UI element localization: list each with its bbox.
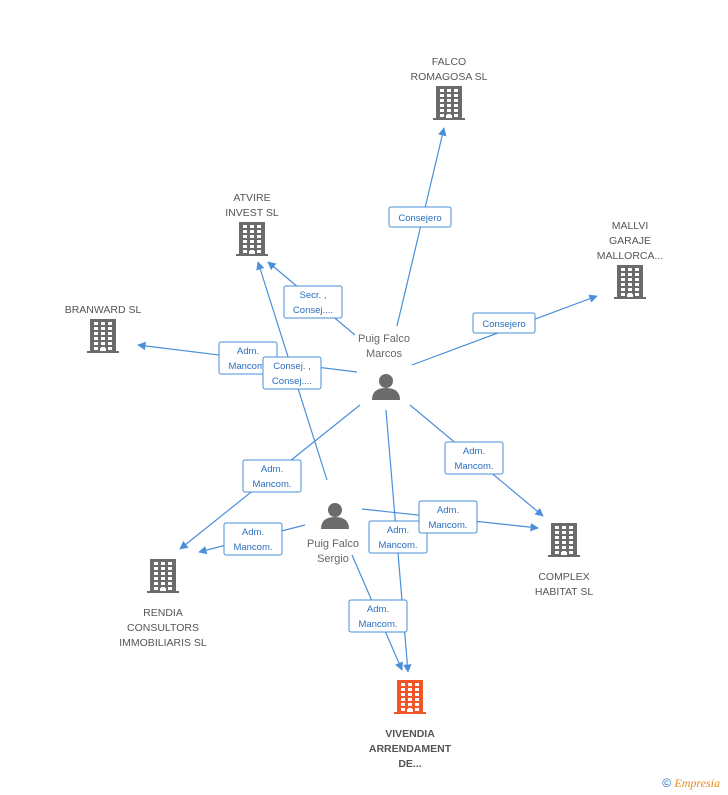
edge-label-text: Consejero: [398, 213, 441, 224]
company-label: HABITAT SL: [535, 586, 594, 598]
edge-label-sergio-vivendia[interactable]: Adm. Mancom.: [348, 599, 408, 633]
person-icon: [372, 374, 400, 400]
company-node-falco[interactable]: FALCO ROMAGOSA SL: [410, 56, 488, 120]
company-label: ATVIRE: [233, 192, 270, 204]
copyright-symbol: ©: [662, 776, 672, 790]
edge-label-text: Adm.: [387, 525, 409, 536]
edge-label-text: Mancom.: [358, 619, 397, 630]
company-node-vivendia[interactable]: VIVENDIA ARRENDAMENT DE...: [369, 680, 452, 770]
company-label: MALLORCA...: [597, 250, 664, 262]
company-label: MALLVI: [612, 220, 649, 232]
edge-label-sergio-rendia[interactable]: Adm. Mancom.: [223, 522, 283, 556]
company-label: INVEST SL: [225, 207, 279, 219]
edge-label-text: Adm.: [463, 446, 485, 457]
person-icon: [321, 503, 349, 529]
company-node-mallvi[interactable]: MALLVI GARAJE MALLORCA...: [597, 220, 664, 299]
edge-label-text: Mancom.: [378, 540, 417, 551]
person-label: Puig Falco: [358, 333, 410, 345]
building-icon: [147, 559, 179, 593]
edge-label-text: Adm.: [437, 505, 459, 516]
edge-label-text: Consej....: [272, 376, 312, 387]
company-label: RENDIA: [143, 607, 183, 619]
edge-label-text: Adm.: [242, 527, 264, 538]
person-label: Sergio: [317, 553, 349, 565]
edge-label-marcos-mallvi[interactable]: Consejero: [472, 312, 536, 334]
company-label: DE...: [398, 758, 421, 770]
edge-label-text: Secr. ,: [300, 290, 327, 301]
edge-label-text: Consej....: [293, 305, 333, 316]
person-label: Puig Falco: [307, 538, 359, 550]
building-icon: [394, 680, 426, 714]
company-label: BRANWARD SL: [65, 304, 142, 316]
footer-brand[interactable]: © Empresia: [662, 776, 720, 791]
edge-label-text: Mancom.: [252, 479, 291, 490]
edge-label-text: Adm.: [237, 346, 259, 357]
edge-label-marcos-rendia[interactable]: Adm. Mancom.: [242, 459, 302, 493]
edge-label-sergio-atvire[interactable]: Consej. , Consej....: [262, 356, 322, 390]
building-icon: [433, 86, 465, 120]
person-label: Marcos: [366, 348, 403, 360]
edge-label-text: Mancom.: [428, 520, 467, 531]
edge-label-text: Mancom.: [228, 361, 267, 372]
company-node-atvire[interactable]: ATVIRE INVEST SL: [225, 192, 279, 256]
company-label: ARRENDAMENT: [369, 743, 452, 755]
edge-label-text: Mancom.: [454, 461, 493, 472]
company-label: FALCO: [432, 56, 466, 68]
company-node-complex[interactable]: COMPLEX HABITAT SL: [535, 523, 594, 598]
company-node-rendia[interactable]: RENDIA CONSULTORS IMMOBILIARIS SL: [119, 559, 207, 649]
edge-label-text: Consej. ,: [273, 361, 311, 372]
edge-label-marcos-vivendia[interactable]: Adm. Mancom.: [368, 520, 428, 554]
edge-label-marcos-falco[interactable]: Consejero: [388, 206, 452, 228]
company-label: GARAJE: [609, 235, 651, 247]
edge-label-text: Adm.: [367, 604, 389, 615]
edge-label-text: Adm.: [261, 464, 283, 475]
building-icon: [548, 523, 580, 557]
company-node-branward[interactable]: BRANWARD SL: [65, 304, 142, 353]
building-icon: [614, 265, 646, 299]
edge-label-text: Consejero: [482, 319, 525, 330]
company-label: CONSULTORS: [127, 622, 199, 634]
brand-name: Empresia: [674, 776, 720, 790]
edge-label-marcos-atvire[interactable]: Secr. , Consej....: [283, 285, 343, 319]
edge-label-sergio-complex[interactable]: Adm. Mancom.: [418, 500, 478, 534]
company-label: VIVENDIA: [385, 728, 435, 740]
building-icon: [87, 319, 119, 353]
building-icon: [236, 222, 268, 256]
edge-label-marcos-complex[interactable]: Adm. Mancom.: [444, 441, 504, 475]
edge-label-text: Mancom.: [233, 542, 272, 553]
company-label: IMMOBILIARIS SL: [119, 637, 207, 649]
company-label: COMPLEX: [538, 571, 589, 583]
company-label: ROMAGOSA SL: [410, 71, 487, 83]
